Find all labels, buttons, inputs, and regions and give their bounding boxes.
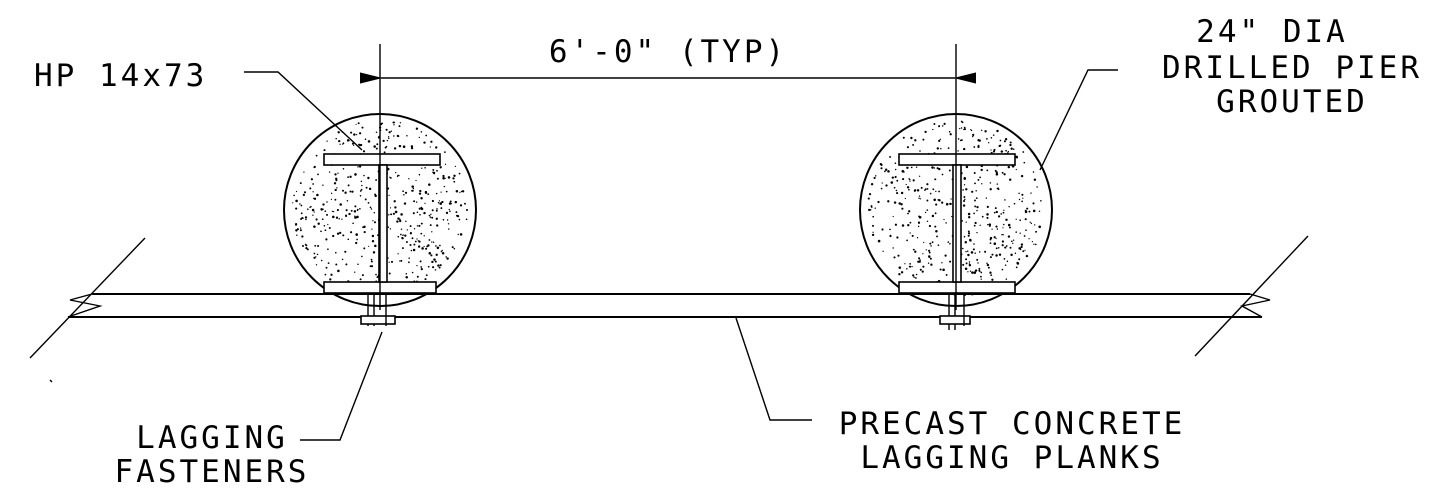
dimension-label: 6'-0" (TYP) (549, 34, 787, 70)
pier-label-line1: 24" DIA (1196, 14, 1348, 50)
fasteners-label-line1: LAGGING (136, 420, 288, 456)
dimension-6ft: 6'-0" (TYP) (360, 34, 976, 310)
pier-label-line3: GROUTED (1216, 84, 1368, 120)
break-lines (29, 235, 1309, 383)
pier-label-line2: DRILLED PIER (1162, 50, 1422, 86)
lagging-fastener-right (939, 294, 971, 330)
fasteners-label-line2: FASTENERS (115, 454, 310, 488)
pile-section-label: HP 14x73 (34, 58, 207, 94)
planks-label-line2: LAGGING PLANKS (860, 440, 1163, 476)
planks-label-line1: PRECAST CONCRETE (839, 406, 1186, 442)
lagging-fastener-left (360, 294, 396, 326)
leader-lines (244, 69, 1118, 441)
lagging-planks (67, 293, 1271, 318)
